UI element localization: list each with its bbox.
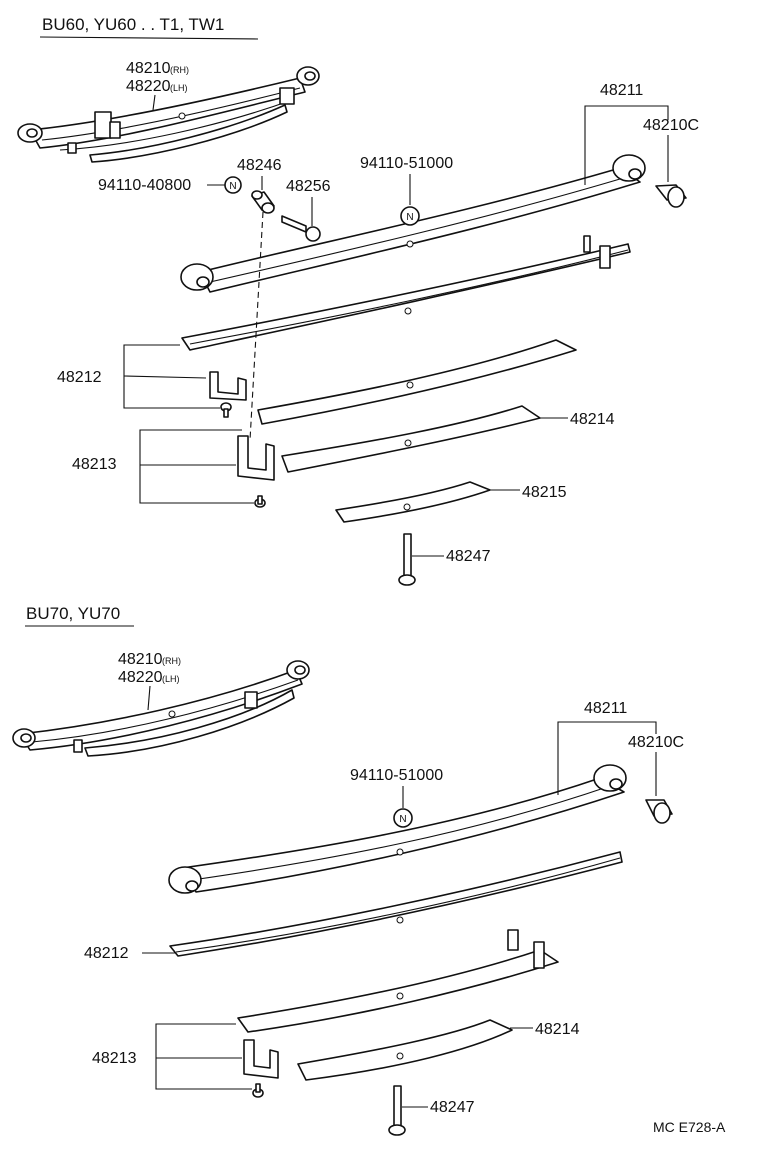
label-48212: 48212 <box>57 369 102 386</box>
nut-symbol: N <box>229 181 236 192</box>
section-top: BU60, YU60 . . T1, TW1 48210 (RH) 48220 … <box>17 15 699 586</box>
label-48215: 48215 <box>522 484 567 501</box>
clip-icon <box>209 371 247 401</box>
pin-icon <box>251 190 275 214</box>
nut-icon: N <box>224 176 242 194</box>
label-94110-51000: 94110-51000 <box>360 155 453 172</box>
label-48211: 48211 <box>600 82 643 99</box>
nut-symbol: N <box>399 814 406 825</box>
leader-48211 <box>557 721 657 795</box>
leader-48212 <box>123 375 207 379</box>
pin-alignment-line <box>249 211 264 441</box>
leaf-no4 <box>297 1019 513 1081</box>
label-48211: 48211 <box>584 700 627 717</box>
assembly-suffix-rh: (RH) <box>162 656 181 666</box>
assembly-part-rh: 48210 <box>118 651 163 668</box>
center-bolt-icon <box>388 1085 406 1136</box>
header-underline <box>39 36 259 40</box>
assembly-leader <box>147 685 151 711</box>
assembly-suffix-lh: (LH) <box>170 83 188 93</box>
label-48210C: 48210C <box>628 734 684 751</box>
leaf-no1 <box>168 764 627 894</box>
label-48213: 48213 <box>72 456 117 473</box>
bushing-icon <box>645 799 673 824</box>
nut-icon: N <box>400 206 420 226</box>
leaf-no1 <box>180 154 646 293</box>
label-48247: 48247 <box>430 1099 475 1116</box>
bolt-icon <box>281 215 321 242</box>
section-bottom: BU70, YU70 48210 (RH) 48220 (LH) <box>12 604 684 1136</box>
bracket-48212 <box>123 344 220 409</box>
label-48247: 48247 <box>446 548 491 565</box>
bracket-48213 <box>139 429 254 504</box>
leaf-no3 <box>237 929 559 1033</box>
nut-icon: N <box>393 808 413 828</box>
leaf-no2 <box>181 235 631 351</box>
label-48246: 48246 <box>237 157 282 174</box>
clip-icon <box>243 1039 279 1079</box>
assembly-suffix-lh: (LH) <box>162 674 180 684</box>
label-48214: 48214 <box>535 1021 580 1038</box>
label-48210C: 48210C <box>643 117 699 134</box>
assembly-part-lh: 48220 <box>118 669 163 686</box>
spring-assembly-thumbnail <box>17 66 320 163</box>
assembly-suffix-rh: (RH) <box>170 65 189 75</box>
figure-code: MC E728-A <box>653 1119 726 1135</box>
rivet-icon <box>252 1083 264 1098</box>
label-48212: 48212 <box>84 945 129 962</box>
leaf-no4 <box>281 405 541 473</box>
assembly-part-lh: 48220 <box>126 78 171 95</box>
section-header: BU70, YU70 <box>26 604 120 623</box>
leaf-no3 <box>257 339 577 425</box>
bushing-icon <box>655 184 687 208</box>
label-48213: 48213 <box>92 1050 137 1067</box>
leaf-no2 <box>169 851 623 957</box>
label-94110-51000: 94110-51000 <box>350 767 443 784</box>
assembly-part-rh: 48210 <box>126 60 171 77</box>
clip-icon <box>237 435 275 481</box>
rivet-icon <box>254 495 266 508</box>
section-header: BU60, YU60 . . T1, TW1 <box>42 15 224 34</box>
rivet-icon <box>220 402 232 418</box>
center-bolt-icon <box>398 533 416 586</box>
nut-symbol: N <box>406 212 413 223</box>
leader-48211 <box>584 105 669 185</box>
leaf-no5 <box>335 481 491 523</box>
label-94110-40800: 94110-40800 <box>98 177 191 194</box>
bracket-48213 <box>155 1023 252 1090</box>
assembly-leader <box>152 94 156 111</box>
spring-assembly-thumbnail <box>12 660 310 757</box>
label-48256: 48256 <box>286 178 331 195</box>
label-48214: 48214 <box>570 411 615 428</box>
